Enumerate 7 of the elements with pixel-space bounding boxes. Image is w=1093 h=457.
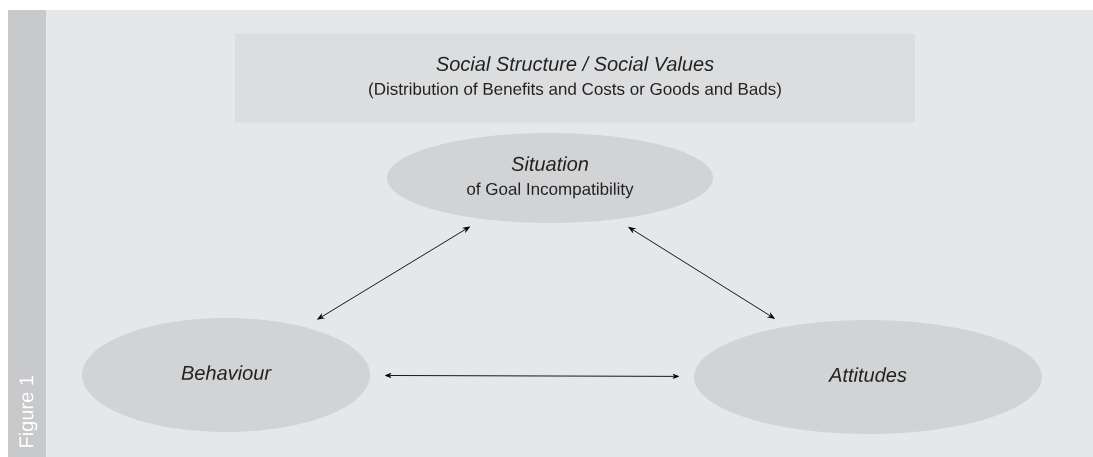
ellipse-node: Situation of Goal Incompatibility: [387, 133, 713, 223]
header-box: Social Structure / Social Values (Distribution of Benefits and Costs or Goods and Bads): [235, 33, 915, 123]
arrow: [385, 373, 679, 379]
arrow: [317, 226, 470, 320]
ellipse-node: Behaviour: [82, 318, 370, 432]
arrow: [628, 227, 775, 319]
ellipse-node: Attitudes: [694, 320, 1042, 434]
